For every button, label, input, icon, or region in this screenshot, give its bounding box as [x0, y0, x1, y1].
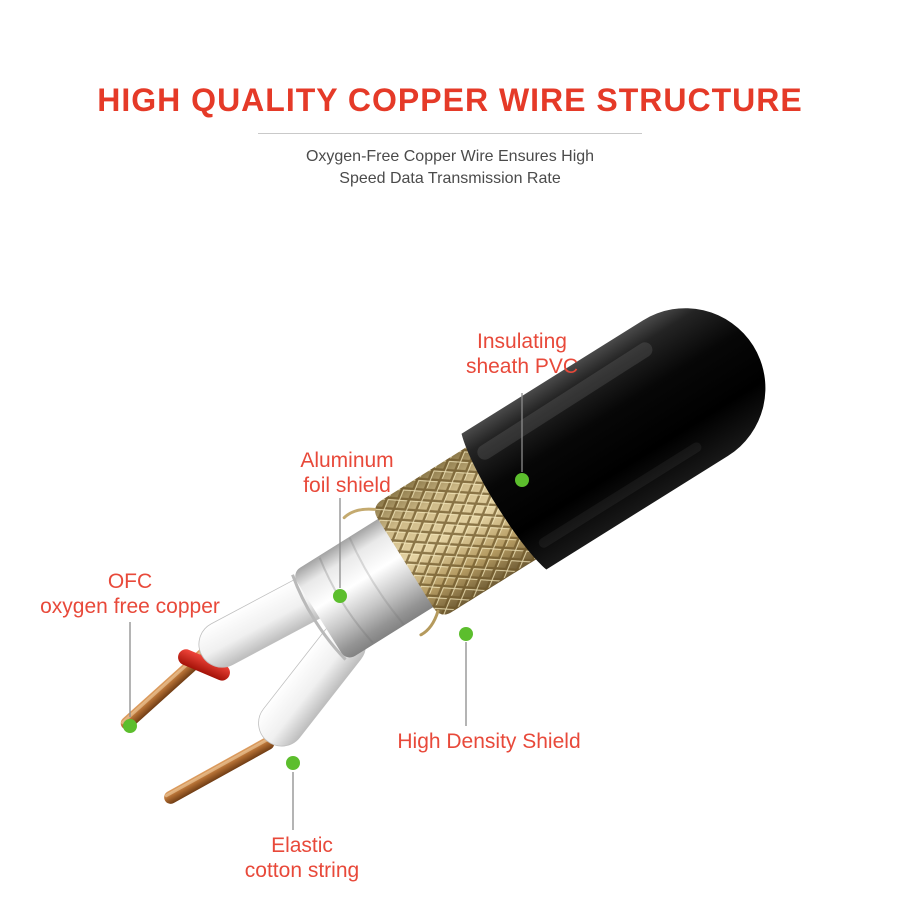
label-high-density-shield: High Density Shield — [369, 730, 609, 755]
label-line: cotton string — [244, 858, 360, 882]
label-elastic-cotton-string: Elastic cotton string — [182, 834, 422, 884]
frayed-strand-top — [342, 507, 376, 520]
dot-insulating-sheath — [515, 473, 529, 487]
cable-body — [120, 308, 766, 804]
label-line: foil shield — [303, 473, 391, 497]
annotation-connectors — [129, 393, 523, 830]
subtitle-line-2: Speed Data Transmission Rate — [339, 170, 561, 188]
label-line: Aluminum — [300, 449, 394, 472]
subtitle-line-1: Oxygen-Free Copper Wire Ensures High — [305, 148, 595, 165]
label-ofc-oxygen-free-copper: OFC oxygen free copper — [10, 570, 250, 620]
dot-aluminum-foil — [333, 589, 347, 603]
copper-wire-upper — [120, 646, 212, 730]
title-divider — [258, 133, 642, 134]
dot-ofc-copper — [123, 719, 137, 733]
pvc-sheath-layer — [461, 308, 766, 570]
label-line: OFC — [107, 570, 153, 593]
label-line: High Density Shield — [397, 730, 581, 753]
label-line: Elastic — [271, 834, 333, 857]
subtitle: Oxygen-Free Copper Wire Ensures High Spe… — [0, 146, 900, 191]
label-line: sheath PVC — [465, 354, 579, 378]
red-wire-stub — [178, 649, 230, 681]
label-line: oxygen free copper — [40, 594, 220, 618]
page-title: HIGH QUALITY COPPER WIRE STRUCTURE — [97, 82, 803, 118]
label-line: Insulating — [477, 330, 567, 353]
label-insulating-sheath-pvc: Insulating sheath PVC — [402, 330, 642, 380]
frayed-strand-bottom — [419, 609, 440, 637]
dot-elastic-cotton — [286, 756, 300, 770]
label-aluminum-foil-shield: Aluminum foil shield — [247, 449, 447, 499]
annotation-dots — [123, 473, 529, 770]
copper-wire-lower — [164, 736, 275, 804]
dot-high-density-shield — [459, 627, 473, 641]
